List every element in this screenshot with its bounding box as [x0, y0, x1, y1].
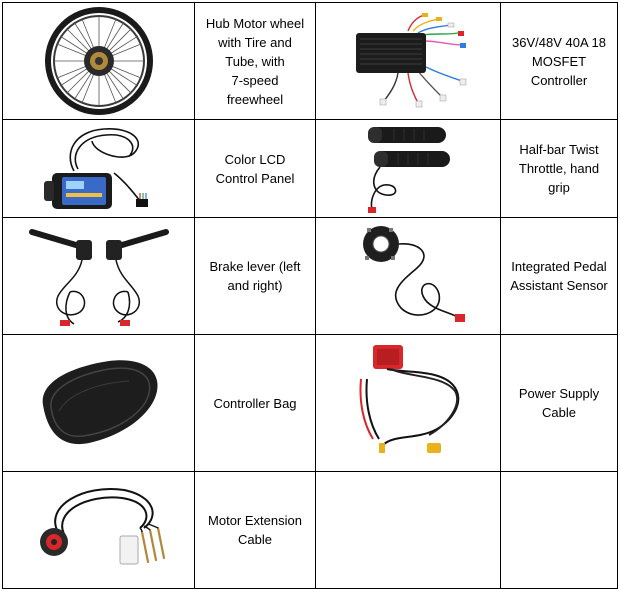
controller-bag-label-cell: Controller Bag	[194, 334, 316, 472]
twist-throttle-icon	[368, 126, 450, 213]
table-row: Brake lever (left and right) Integrated …	[2, 217, 618, 335]
pedal-sensor-icon	[363, 226, 465, 322]
power-cable-icon	[359, 345, 460, 453]
table-row: Hub Motor wheel with Tire and Tube, with…	[2, 2, 618, 120]
hub-motor-wheel-image	[2, 2, 195, 120]
motor-extension-cable-label-cell: Motor Extension Cable	[194, 471, 316, 589]
pedal-sensor-label: Integrated Pedal Assistant Sensor	[510, 259, 608, 293]
hub-motor-wheel-label: Hub Motor wheel with Tire and Tube, with…	[205, 15, 305, 107]
power-cable-image	[315, 334, 501, 472]
controller-bag-label: Controller Bag	[213, 395, 297, 411]
power-cable-label: Power Supply Cable	[518, 386, 600, 420]
pedal-sensor-image	[315, 217, 501, 335]
power-cable-label-cell: Power Supply Cable	[500, 334, 618, 472]
controller-label-cell: 36V/48V 40A 18 MOSFET Controller	[500, 2, 618, 120]
controller-bag-image	[2, 334, 195, 472]
brake-levers-label-cell: Brake lever (left and right)	[194, 217, 316, 335]
table-row: Color LCD Control Panel Half-bar Twist T…	[2, 119, 618, 218]
throttle-label: Half-bar Twist Throttle, hand grip	[518, 142, 600, 195]
throttle-label-cell: Half-bar Twist Throttle, hand grip	[500, 119, 618, 218]
motor-extension-cable-label: Motor Extension Cable	[208, 513, 302, 547]
lcd-panel-label: Color LCD Control Panel	[215, 151, 295, 186]
brake-levers-icon	[28, 229, 169, 326]
controller-image	[315, 2, 501, 120]
lcd-panel-icon	[43, 127, 148, 209]
brake-levers-image	[2, 217, 195, 335]
lcd-panel-label-cell: Color LCD Control Panel	[194, 119, 316, 218]
motor-extension-cable-image	[2, 471, 195, 589]
controller-box-icon	[356, 13, 467, 108]
pedal-sensor-label-cell: Integrated Pedal Assistant Sensor	[500, 217, 618, 335]
table-row: Controller Bag Power Supply Cable	[2, 334, 618, 472]
table-row: Motor Extension Cable	[2, 471, 618, 589]
empty-label-cell	[500, 471, 618, 589]
lcd-panel-image	[2, 119, 195, 218]
throttle-image	[315, 119, 501, 218]
hub-motor-wheel-label-cell: Hub Motor wheel with Tire and Tube, with…	[194, 2, 316, 120]
controller-label: 36V/48V 40A 18 MOSFET Controller	[512, 34, 606, 88]
motor-extension-cable-icon	[39, 488, 165, 565]
controller-bag-icon	[42, 360, 158, 445]
brake-levers-label: Brake lever (left and right)	[209, 259, 301, 293]
hub-motor-wheel-icon	[44, 7, 153, 115]
empty-image-cell	[315, 471, 501, 589]
